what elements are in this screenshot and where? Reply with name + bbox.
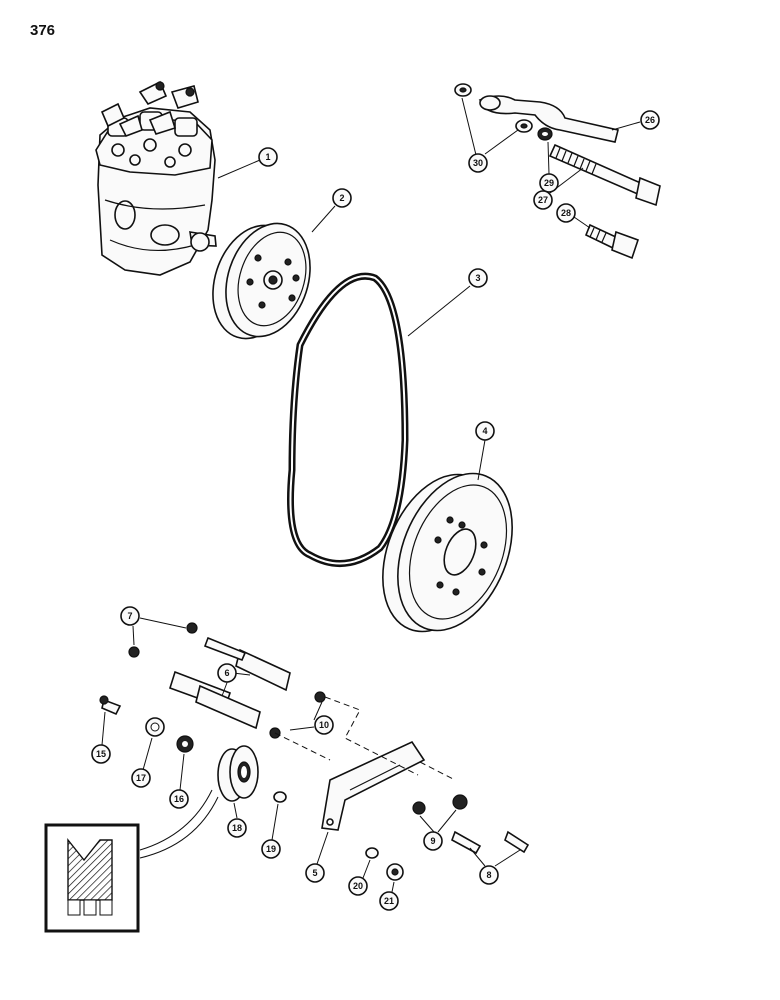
svg-text:17: 17 bbox=[136, 773, 146, 783]
bracket-rod bbox=[478, 95, 619, 143]
callout-18: 18 bbox=[227, 818, 247, 838]
callout-16: 16 bbox=[169, 789, 189, 809]
svg-text:28: 28 bbox=[561, 208, 571, 218]
svg-text:20: 20 bbox=[353, 881, 363, 891]
v-belt bbox=[286, 272, 409, 567]
svg-text:29: 29 bbox=[544, 178, 554, 188]
svg-text:8: 8 bbox=[486, 870, 491, 880]
bearing bbox=[176, 735, 194, 753]
svg-text:2: 2 bbox=[339, 193, 344, 203]
grease-fitting bbox=[99, 695, 122, 716]
idler-bracket bbox=[321, 740, 426, 831]
svg-text:10: 10 bbox=[319, 720, 329, 730]
seal bbox=[145, 717, 165, 737]
svg-text:9: 9 bbox=[430, 836, 435, 846]
svg-text:4: 4 bbox=[482, 426, 487, 436]
callout-6: 6 bbox=[217, 663, 237, 683]
callout-7: 7 bbox=[120, 606, 140, 626]
star-nut bbox=[412, 794, 468, 815]
callout-19: 19 bbox=[261, 839, 281, 859]
svg-text:5: 5 bbox=[312, 868, 317, 878]
assembly-dashed-line bbox=[274, 696, 456, 781]
idler-stud bbox=[169, 636, 291, 730]
svg-text:18: 18 bbox=[232, 823, 242, 833]
svg-text:30: 30 bbox=[473, 158, 483, 168]
callout-9: 9 bbox=[423, 831, 443, 851]
callout-15: 15 bbox=[91, 744, 111, 764]
callout-30: 30 bbox=[468, 153, 488, 173]
lock-washer bbox=[537, 127, 553, 141]
idler-pulley bbox=[217, 745, 259, 802]
crank-pulley bbox=[382, 472, 513, 633]
callout-10: 10 bbox=[314, 715, 334, 735]
callout-5: 5 bbox=[305, 863, 325, 883]
svg-text:19: 19 bbox=[266, 844, 276, 854]
callout-1: 1 bbox=[258, 147, 278, 167]
callout-28: 28 bbox=[556, 203, 576, 223]
leader-lines bbox=[101, 97, 641, 893]
callout-8: 8 bbox=[479, 865, 499, 885]
page-number: 376 bbox=[30, 22, 56, 39]
callout-4: 4 bbox=[475, 421, 495, 441]
long-bolt bbox=[548, 143, 661, 207]
svg-text:3: 3 bbox=[475, 273, 480, 283]
svg-text:6: 6 bbox=[224, 668, 229, 678]
svg-text:26: 26 bbox=[645, 115, 655, 125]
hex-nut bbox=[386, 863, 404, 881]
compressor bbox=[95, 80, 217, 276]
compressor-pulley bbox=[212, 222, 311, 340]
svg-text:16: 16 bbox=[174, 794, 184, 804]
carriage-bolt bbox=[451, 830, 530, 855]
pulley-cross-section-inset bbox=[44, 789, 219, 933]
callout-20: 20 bbox=[348, 876, 368, 896]
short-bolt bbox=[584, 223, 640, 260]
callout-17: 17 bbox=[131, 768, 151, 788]
svg-text:21: 21 bbox=[384, 896, 394, 906]
callout-27: 27 bbox=[533, 190, 553, 210]
washer bbox=[454, 83, 533, 133]
svg-text:15: 15 bbox=[96, 749, 106, 759]
callout-3: 3 bbox=[468, 268, 488, 288]
svg-text:7: 7 bbox=[127, 611, 132, 621]
callout-26: 26 bbox=[640, 110, 660, 130]
svg-text:27: 27 bbox=[538, 195, 548, 205]
nut bbox=[128, 622, 326, 739]
small-washer bbox=[273, 791, 379, 859]
callout-2: 2 bbox=[332, 188, 352, 208]
callout-29: 29 bbox=[539, 173, 559, 193]
callout-21: 21 bbox=[379, 891, 399, 911]
svg-text:1: 1 bbox=[265, 152, 270, 162]
